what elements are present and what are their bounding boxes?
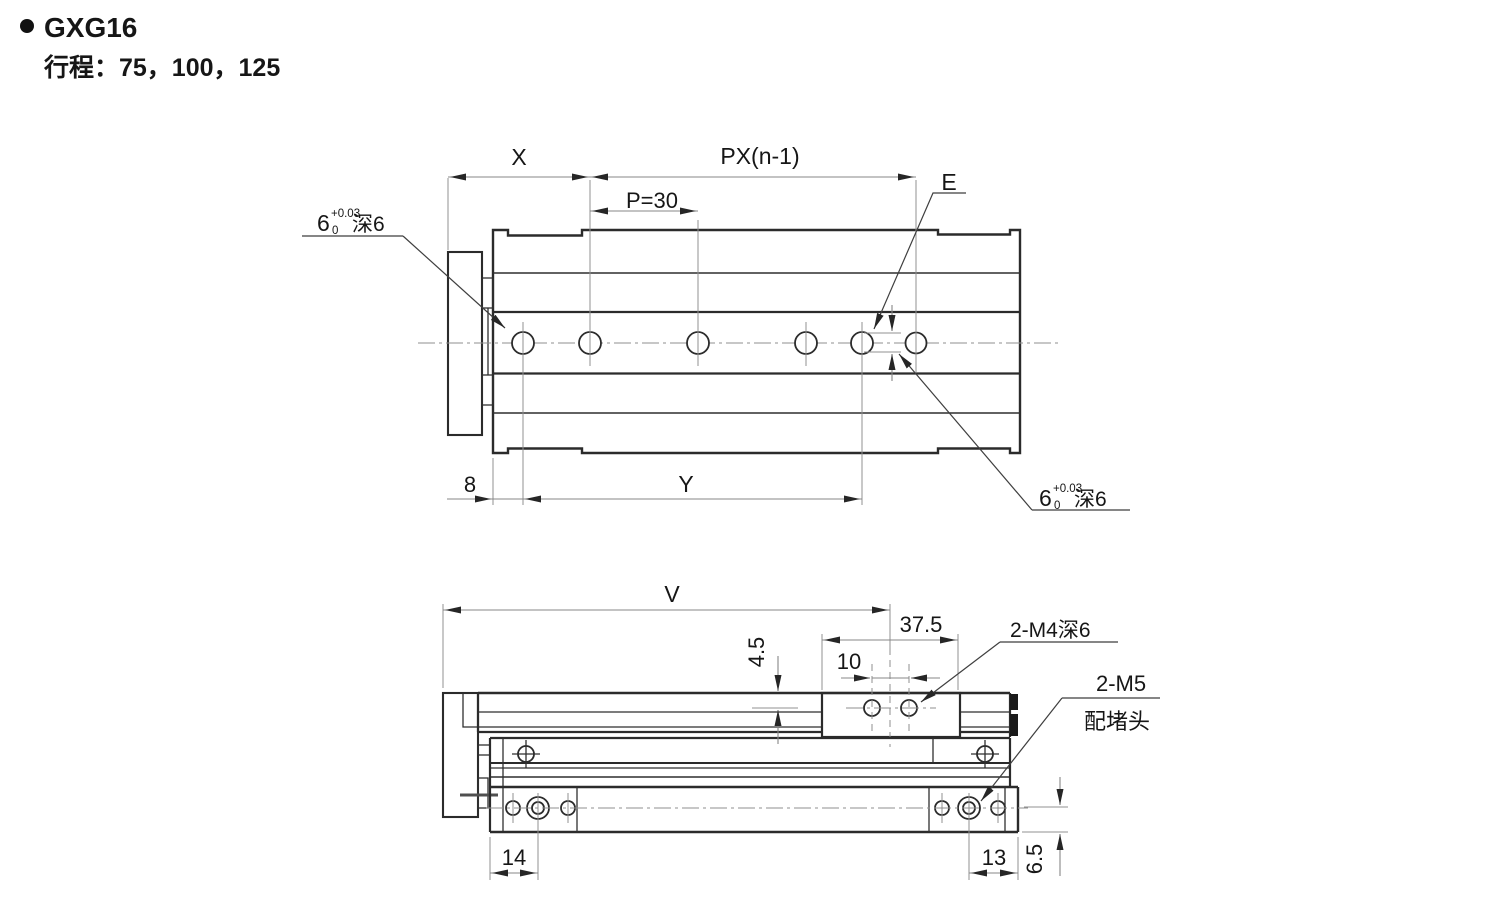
- dim-label-px: PX(n-1): [720, 143, 799, 169]
- side-view-slide-table: [476, 691, 1018, 737]
- side-view-drawing: V 37.5 10 4.5 14 13 6: [441, 581, 1160, 880]
- side-view-end-plate: [441, 691, 480, 819]
- stroke-list-label: 行程：75，100，125: [43, 54, 280, 82]
- dim-label-8: 8: [464, 472, 476, 497]
- svg-text:深6: 深6: [352, 213, 385, 236]
- note-m4-thread: 2-M4深6: [1010, 619, 1091, 642]
- svg-text:深6: 深6: [1074, 488, 1107, 511]
- dim-label-4-5: 4.5: [744, 637, 769, 668]
- top-view-body-outline: [491, 228, 1022, 455]
- dim-label-14: 14: [502, 845, 526, 870]
- page-title: GXG16: [44, 12, 137, 43]
- end-bumper-top: [1010, 694, 1018, 710]
- dim-label-13: 13: [982, 845, 1006, 870]
- svg-text:0: 0: [1054, 500, 1060, 512]
- dim-label-6-5: 6.5: [1022, 844, 1047, 875]
- header: GXG16 行程：75，100，125: [20, 12, 280, 82]
- svg-text:+0.03: +0.03: [331, 208, 360, 220]
- pin-hole-note-right: 6 +0.03 0 深6: [1039, 483, 1107, 512]
- svg-text:6: 6: [1039, 485, 1052, 511]
- bullet-icon: [20, 19, 34, 33]
- dim-label-v: V: [664, 581, 680, 607]
- end-bumper-bottom: [1010, 714, 1018, 736]
- side-view-rail: [488, 736, 1012, 832]
- dim-label-e: E: [941, 169, 956, 195]
- pin-hole-note-left: 6 +0.03 0 深6: [317, 208, 385, 237]
- side-view-port-block: [820, 691, 962, 739]
- dim-label-y: Y: [678, 471, 693, 497]
- svg-text:6: 6: [317, 210, 330, 236]
- svg-text:+0.03: +0.03: [1053, 483, 1082, 495]
- dim-label-x: X: [511, 144, 526, 170]
- svg-text:0: 0: [332, 225, 338, 237]
- top-view-drawing: X PX(n-1) P=30 E 8 Y 6 +0.03 0 深6 6 +0.0…: [302, 143, 1130, 512]
- dim-label-10: 10: [837, 649, 861, 674]
- dim-label-p: P=30: [626, 188, 678, 213]
- note-m5-plug: 配堵头: [1084, 709, 1150, 734]
- dim-label-37-5: 37.5: [900, 612, 943, 637]
- side-view-base: [486, 785, 1028, 834]
- note-m5-port: 2-M5: [1096, 671, 1146, 696]
